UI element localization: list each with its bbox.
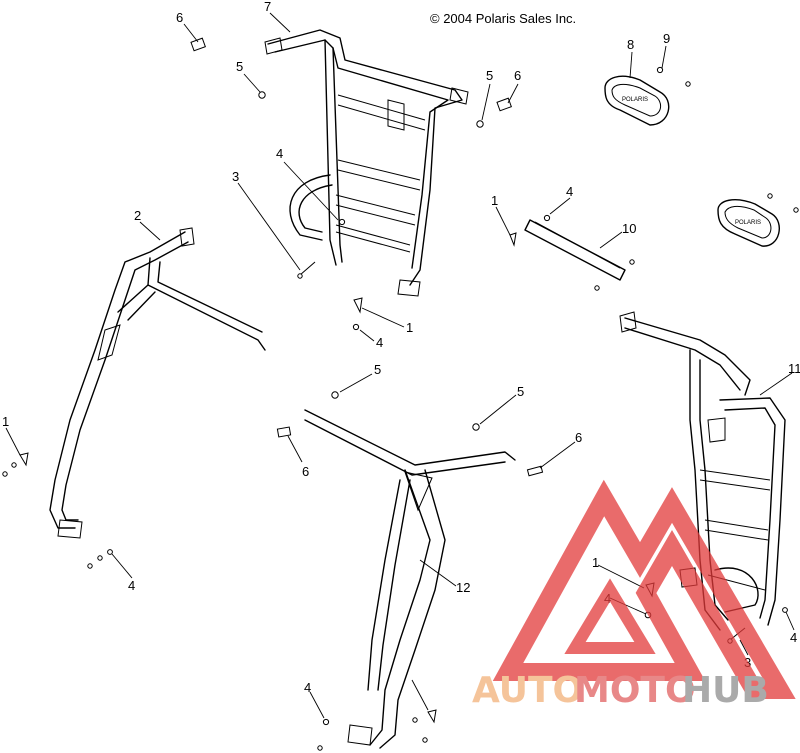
callout-6: 6 bbox=[302, 464, 309, 479]
leader-lines bbox=[5, 12, 795, 719]
part-11-right-frame bbox=[619, 311, 786, 631]
part-9-screw bbox=[656, 66, 691, 87]
watermark-logo bbox=[492, 479, 796, 699]
part-10-brace-bar bbox=[524, 219, 626, 281]
callout-6: 6 bbox=[514, 68, 521, 83]
callout-6: 6 bbox=[575, 430, 582, 445]
part-4-washer bbox=[782, 607, 788, 613]
callout-3: 3 bbox=[232, 169, 239, 184]
callout-4: 4 bbox=[790, 630, 797, 645]
callout-4: 4 bbox=[304, 680, 311, 695]
part-6-clip bbox=[190, 37, 206, 52]
callout-7: 7 bbox=[264, 0, 271, 14]
part-4-washer bbox=[352, 323, 360, 331]
callout-4: 4 bbox=[128, 578, 135, 593]
callout-12: 12 bbox=[456, 580, 470, 595]
callout-1: 1 bbox=[2, 414, 9, 429]
callout-5: 5 bbox=[486, 68, 493, 83]
part-6-clip bbox=[526, 465, 544, 477]
callout-1: 1 bbox=[592, 555, 599, 570]
callout-4: 4 bbox=[276, 146, 283, 161]
fastener-screw bbox=[594, 259, 635, 291]
watermark-triangle-icon bbox=[492, 479, 796, 699]
watermark-hub: HUB bbox=[682, 670, 769, 711]
part-6-clip bbox=[276, 426, 292, 438]
callout-10: 10 bbox=[622, 221, 636, 236]
callout-5: 5 bbox=[517, 384, 524, 399]
callout-2: 2 bbox=[134, 208, 141, 223]
watermark-text: AUTO MOTO HUB bbox=[472, 670, 769, 711]
callout-8: 8 bbox=[627, 37, 634, 52]
svg-text:POLARIS: POLARIS bbox=[735, 220, 761, 226]
callout-9: 9 bbox=[663, 31, 670, 46]
watermark-moto: MOTO bbox=[574, 670, 696, 711]
part-1-bolt bbox=[2, 452, 29, 477]
part-5-nut bbox=[472, 423, 480, 431]
part-4-washer bbox=[338, 218, 346, 226]
callout-4: 4 bbox=[376, 335, 383, 350]
part-6-clip bbox=[496, 97, 512, 112]
part-7-rear-cage-frame bbox=[264, 29, 469, 297]
part-5-nut bbox=[331, 391, 339, 399]
callout-labels: 6 7 5 8 9 5 6 4 3 2 1 4 10 1 4 5 5 11 1 … bbox=[2, 0, 800, 695]
watermark-inner-triangle-icon bbox=[564, 578, 656, 654]
callout-5: 5 bbox=[374, 362, 381, 377]
part-4-washer bbox=[317, 718, 330, 751]
part-3-pin bbox=[297, 261, 316, 279]
svg-text:POLARIS: POLARIS bbox=[622, 97, 648, 103]
part-1-bolt bbox=[353, 297, 363, 314]
part-1-bolt bbox=[412, 709, 437, 743]
part-1-bolt bbox=[509, 232, 517, 247]
watermark-auto: AUTO bbox=[472, 670, 583, 711]
callout-5: 5 bbox=[236, 59, 243, 74]
copyright-text: © 2004 Polaris Sales Inc. bbox=[430, 11, 576, 26]
part-12-front-frame bbox=[304, 409, 516, 749]
callout-11: 11 bbox=[788, 361, 800, 376]
callout-6: 6 bbox=[176, 10, 183, 25]
callout-1: 1 bbox=[406, 320, 413, 335]
part-4-washer bbox=[87, 549, 113, 569]
part-8-reflector: POLARIS bbox=[604, 75, 670, 126]
part-8-reflector-second: POLARIS bbox=[717, 199, 780, 247]
part-9-screw-second bbox=[767, 193, 799, 213]
part-2-left-frame bbox=[49, 227, 266, 539]
part-5-nut bbox=[476, 120, 484, 128]
callout-1: 1 bbox=[491, 193, 498, 208]
part-4-washer bbox=[543, 214, 551, 222]
callout-4: 4 bbox=[566, 184, 573, 199]
part-5-nut bbox=[258, 91, 266, 99]
